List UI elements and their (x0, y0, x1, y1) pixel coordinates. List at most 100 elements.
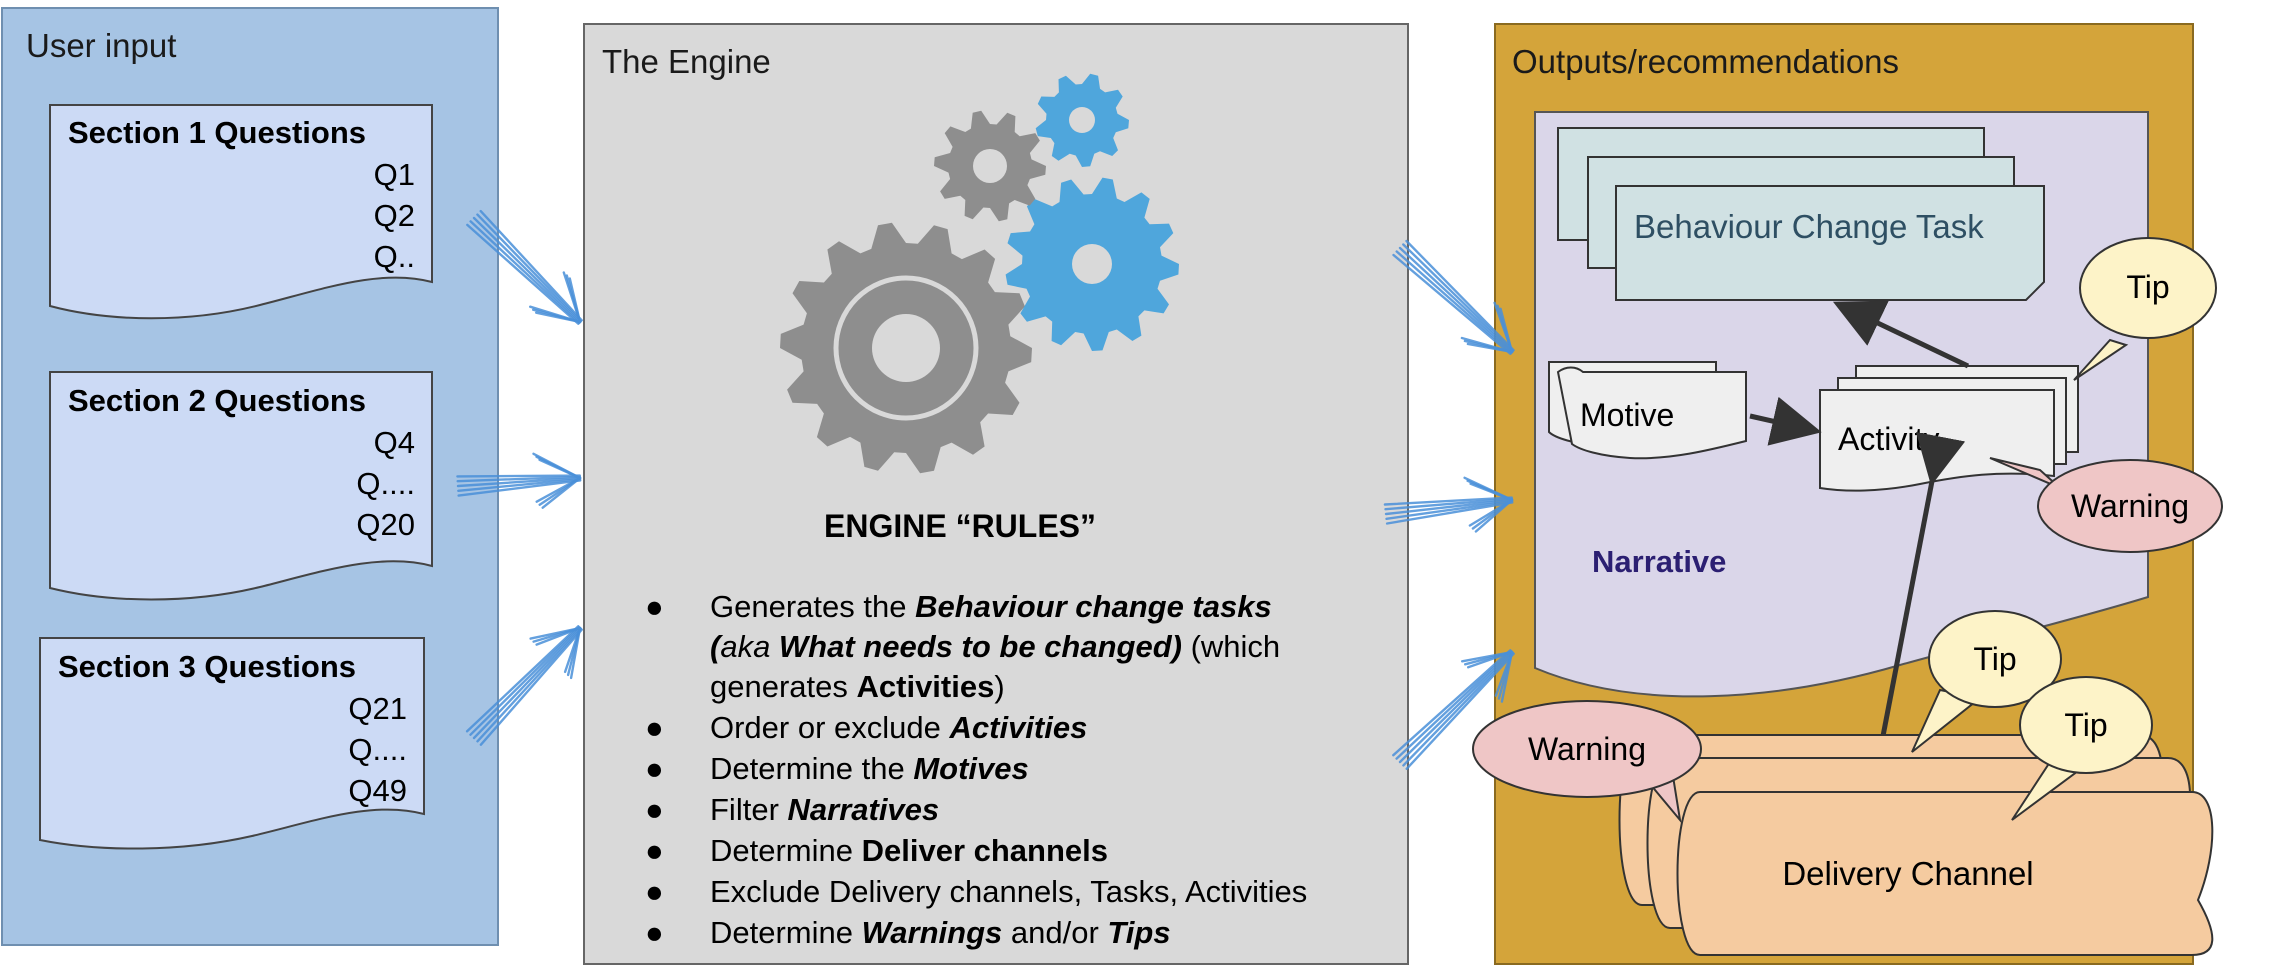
flow-arrow-head (569, 626, 582, 680)
flow-arrow-stroke (1384, 498, 1514, 516)
tip-label: Tip (1973, 641, 2016, 677)
flow-arrow-stroke (1405, 652, 1515, 770)
bullet-icon: ● (645, 589, 664, 624)
flow-arrow-stroke (1402, 651, 1515, 767)
flow-arrows (456, 209, 1515, 770)
warning-bubble: Warning (1472, 700, 1702, 824)
flow-arrow-stroke (1392, 649, 1512, 757)
section-3-question: Q21 (348, 691, 407, 726)
outputs-panel: Outputs/recommendations Narrative Behavi… (1472, 23, 2223, 965)
warning-label: Warning (1528, 731, 1646, 767)
tip-bubble: Tip (1911, 610, 2062, 753)
section-3-card: Section 3 Questions Q21 Q.... Q49 (39, 637, 425, 850)
flow-arrow-head (1500, 650, 1514, 703)
rule-4: Filter Narratives (710, 792, 939, 827)
flow-arrow-head (1466, 650, 1514, 669)
flow-arrow-head (538, 458, 582, 480)
section-1-question: Q.. (374, 239, 415, 274)
section-3-question: Q49 (348, 773, 407, 808)
flow-arrow-stroke (1402, 243, 1515, 353)
section-1-question: Q1 (374, 157, 415, 192)
flow-arrow-stroke (1398, 650, 1514, 764)
bullet-icon: ● (645, 833, 664, 868)
flow-arrow-stroke (456, 474, 581, 478)
section-2-question: Q20 (356, 507, 415, 542)
flow-arrow-stroke (466, 223, 580, 325)
rule-1-line-3: generates Activities) (710, 669, 1005, 704)
flow-arrow-stroke (457, 479, 582, 497)
delivery-channel-label: Delivery Channel (1782, 855, 2033, 892)
activity-label: Activity (1838, 421, 1939, 457)
rule-6: Exclude Delivery channels, Tasks, Activi… (710, 874, 1307, 909)
section-2-question: Q4 (374, 425, 415, 460)
flow-arrow-stroke (472, 626, 582, 740)
section-1-card: Section 1 Questions Q1 Q2 Q.. (49, 104, 433, 320)
flow-arrow-head (1499, 307, 1514, 354)
bullet-icon: ● (645, 792, 664, 827)
section-2-card: Section 2 Questions Q4 Q.... Q20 (49, 371, 433, 601)
rule-1-line-2: (aka What needs to be changed) (which (710, 629, 1280, 664)
flow-arrow-stroke (469, 626, 581, 736)
engine-title: The Engine (602, 43, 771, 80)
tip-bubble: Tip (2011, 676, 2153, 821)
narrative-label: Narrative (1592, 544, 1726, 579)
motive-card: Motive (1548, 361, 1747, 460)
section-1-question: Q2 (374, 198, 415, 233)
section-3-question: Q.... (348, 732, 407, 767)
motive-label: Motive (1580, 397, 1674, 433)
flow-arrow-head (1474, 498, 1514, 533)
tip-label: Tip (2064, 707, 2107, 743)
flow-arrow-stroke (456, 475, 582, 483)
flow-arrow-stroke (1383, 496, 1513, 506)
user-input-panel: User input Section 1 Questions Q1 Q2 Q..… (1, 7, 499, 946)
flow-arrow-stroke (1395, 250, 1513, 355)
flow-arrow-stroke (479, 209, 583, 322)
flow-arrow-stroke (1385, 501, 1514, 525)
flow-arrow-head (535, 626, 582, 646)
flow-arrow-stroke (1395, 649, 1513, 760)
rule-2: Order or exclude Activities (710, 710, 1087, 745)
rule-3: Determine the Motives (710, 751, 1029, 786)
flow-arrow-head (535, 311, 582, 324)
rule-1-line-1: Generates the Behaviour change tasks (710, 589, 1272, 624)
flow-arrow-stroke (479, 628, 583, 746)
flow-arrow-head (1469, 482, 1514, 502)
tip-bubble: Tip (2073, 237, 2217, 381)
flow-arrow-stroke (1392, 253, 1512, 355)
engine-rules-heading: ENGINE “RULES” (824, 508, 1096, 544)
behaviour-change-task-label: Behaviour Change Task (1634, 208, 1984, 245)
engine-panel: The Engine ENGINE “RULES” ● Generates th… (583, 23, 1409, 965)
bullet-icon: ● (645, 751, 664, 786)
motive-to-activity-arrow (1749, 396, 1822, 446)
rule-7: Determine Warnings and/or Tips (710, 915, 1171, 950)
warning-label: Warning (2071, 488, 2189, 524)
gears-icon (780, 73, 1179, 474)
bullet-icon: ● (645, 710, 664, 745)
flow-arrow-stroke (476, 213, 582, 323)
flow-arrow-stroke (1385, 500, 1514, 520)
rule-5: Determine Deliver channels (710, 833, 1108, 868)
engine-rules-list: ● Generates the Behaviour change tasks (… (645, 589, 1307, 950)
flow-arrow-stroke (1384, 497, 1514, 511)
flow-arrow-stroke (476, 627, 583, 743)
section-1-title: Section 1 Questions (68, 115, 366, 150)
flow-arrow-stroke (457, 478, 582, 492)
flow-arrow-stroke (472, 216, 582, 324)
flow-arrow-stroke (469, 220, 581, 325)
flow-arrow-head (568, 277, 582, 324)
delivery-channel-card: Delivery Channel (1618, 734, 2214, 956)
flow-arrow-head (1466, 342, 1514, 354)
flow-arrow-stroke (465, 625, 580, 733)
bullet-icon: ● (645, 874, 664, 909)
flow-arrow-stroke (1405, 239, 1515, 352)
warning-bubble: Warning (1989, 457, 2223, 553)
bullet-icon: ● (645, 915, 664, 950)
tip-label: Tip (2126, 269, 2169, 305)
section-3-title: Section 3 Questions (58, 649, 356, 684)
outputs-title: Outputs/recommendations (1512, 43, 1899, 80)
behaviour-change-task-card: Behaviour Change Task (1557, 127, 2045, 301)
activity-to-task-arrow (1832, 300, 1970, 369)
section-2-title: Section 2 Questions (68, 383, 366, 418)
flow-arrow-stroke (1398, 246, 1514, 354)
